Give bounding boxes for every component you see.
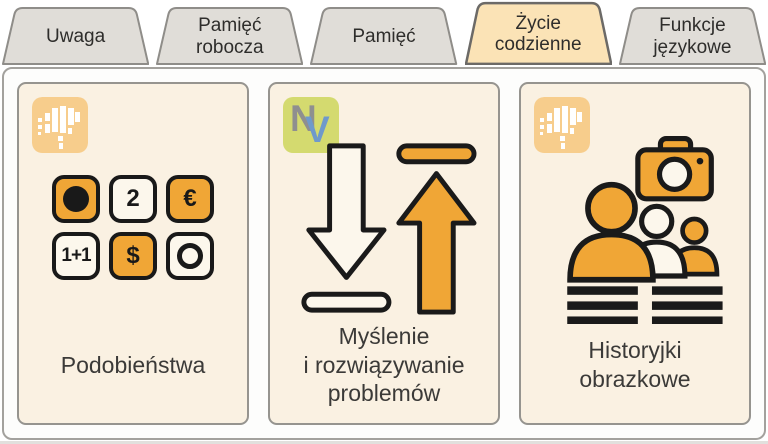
card-historyjki[interactable]: Historyjki obrazkowe [519, 82, 751, 425]
tab-funkcje-jezykowe[interactable]: Funkcje językowe [619, 6, 766, 65]
text-lines-icon [566, 285, 723, 324]
content-panel: 2 € 1+1 $ Podobieństwa N V [2, 67, 766, 440]
tab-label: Życie codzienne [494, 12, 582, 55]
tab-bar: Uwaga Pamięć robocza Pamięć Życie codzie… [2, 0, 766, 65]
tab-shape [619, 6, 766, 65]
tab-zycie-codzienne[interactable]: Życie codzienne [465, 1, 612, 65]
card-myslenie[interactable]: N V Myślenie i rozwiązywanie problemów [268, 82, 500, 425]
tab-uwaga[interactable]: Uwaga [2, 6, 149, 65]
tile-filled-circle [52, 174, 100, 223]
people-icon [566, 181, 719, 283]
arrows-icon [301, 142, 477, 315]
filled-circle-icon [63, 185, 89, 212]
tile-one-plus-one: 1+1 [52, 231, 100, 280]
similarities-tile-grid: 2 € 1+1 $ [19, 139, 247, 315]
pixel-brain-icon [32, 97, 88, 153]
card-label: Historyjki obrazkowe [579, 337, 691, 392]
tab-shape [310, 6, 457, 65]
nv-letter-n: N [290, 98, 317, 139]
tile-euro: € [166, 174, 214, 223]
tab-label: Uwaga [46, 25, 106, 47]
pixel-brain-icon [534, 97, 590, 153]
ring-icon [177, 242, 203, 269]
tab-shape [465, 1, 612, 65]
tile-dollar: $ [109, 231, 157, 280]
tile-ring [166, 231, 214, 280]
tab-pamiec-robocza[interactable]: Pamięć robocza [156, 6, 303, 65]
up-arrow-icon [396, 142, 477, 315]
window-bottom-edge [0, 441, 768, 444]
nv-letter-v: V [305, 109, 330, 150]
card-label: Podobieństwa [60, 351, 206, 378]
tab-shape [2, 6, 149, 65]
tab-label: Funkcje językowe [653, 15, 732, 58]
down-arrow-icon [301, 142, 392, 313]
tile-number-2: 2 [109, 174, 157, 223]
tab-pamiec[interactable]: Pamięć [310, 6, 457, 65]
camera-icon [634, 135, 714, 201]
tab-label: Pamięć [352, 25, 416, 47]
tab-shape [156, 6, 303, 65]
tab-label: Pamięć robocza [196, 15, 264, 58]
card-podobienstwa[interactable]: 2 € 1+1 $ Podobieństwa [17, 82, 249, 425]
picture-stories-icon [566, 135, 723, 324]
card-label: Myślenie i rozwiązywanie problemów [303, 322, 465, 407]
